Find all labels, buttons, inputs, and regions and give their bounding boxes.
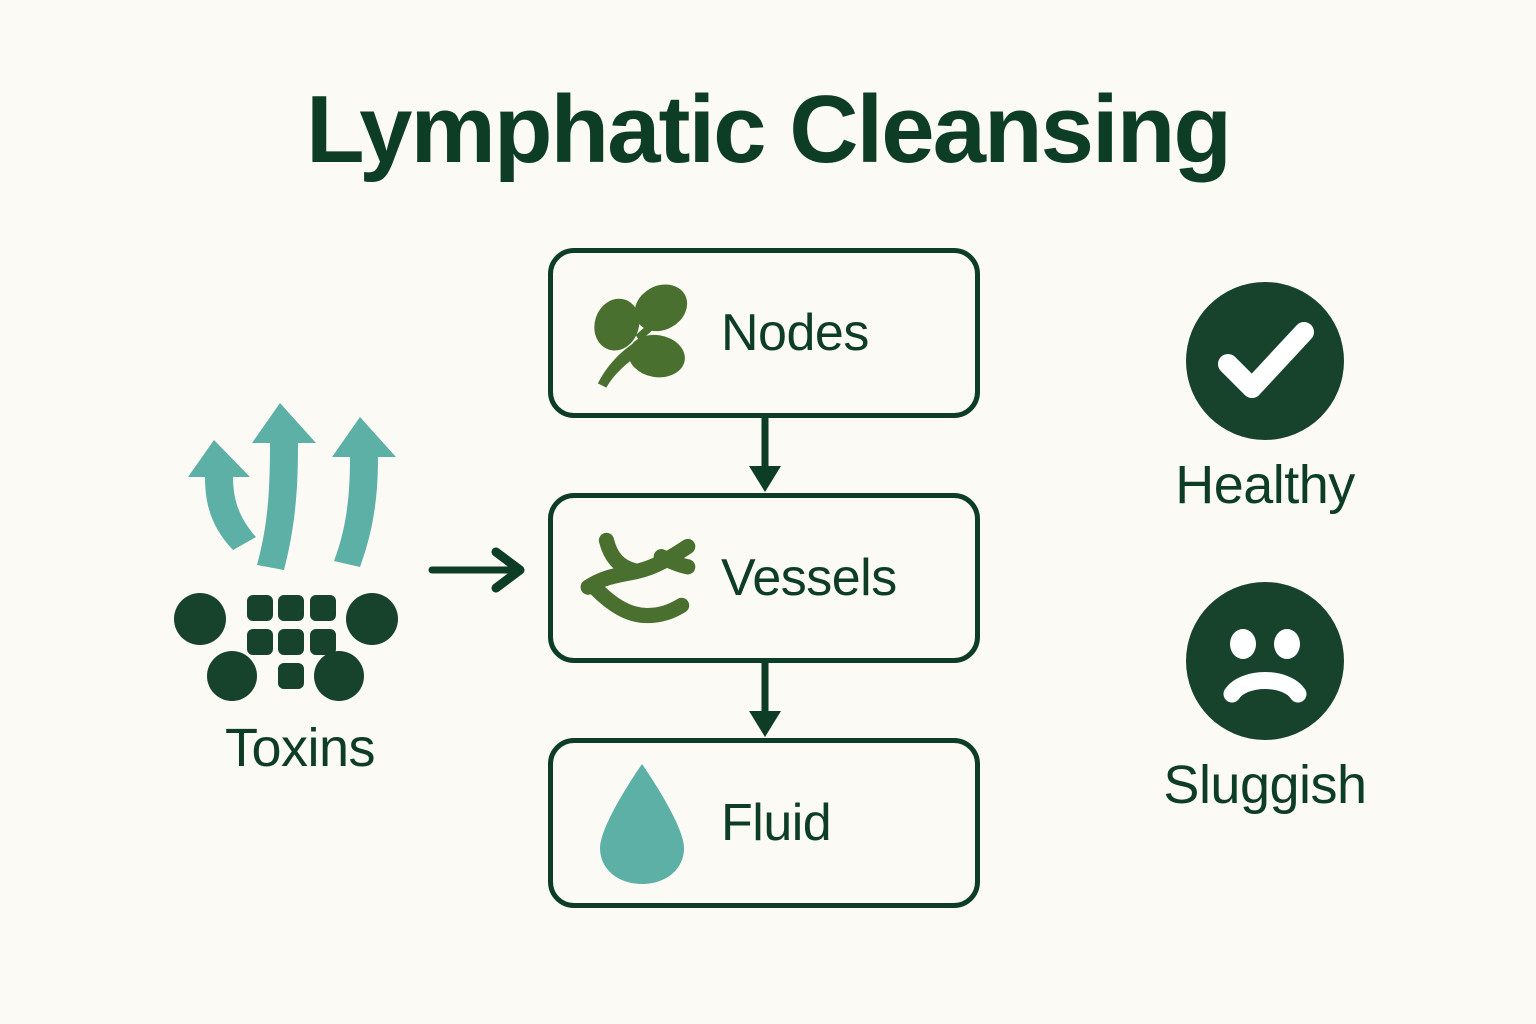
toxins-label: Toxins	[224, 718, 376, 778]
down-arrow-icon	[749, 663, 781, 737]
branching-vessel-icon	[567, 508, 717, 648]
status-label: Sluggish	[1163, 755, 1367, 815]
flow-step-label: Fluid	[721, 794, 832, 852]
status-label: Healthy	[1175, 455, 1355, 515]
flow-step-label: Nodes	[721, 304, 869, 362]
page-title: Lymphatic Cleansing	[306, 76, 1232, 183]
flow-step-label: Vessels	[721, 549, 897, 607]
down-arrow-icon	[749, 418, 781, 492]
water-droplet-icon	[567, 753, 717, 893]
flow-step-vessels[interactable]: Vessels	[548, 493, 980, 663]
status-sluggish: Sluggish	[1100, 582, 1430, 816]
status-column: Healthy Sluggish	[1100, 282, 1430, 842]
toxins-group: Toxins	[160, 395, 440, 795]
flow-step-fluid[interactable]: Fluid	[548, 738, 980, 908]
check-mark-icon	[1218, 322, 1314, 398]
toxin-particles-icon	[174, 587, 414, 702]
flow-diagram: Nodes Vessels	[548, 248, 980, 908]
right-arrow-icon	[428, 547, 525, 593]
check-mark-badge	[1186, 282, 1344, 440]
flow-step-nodes[interactable]: Nodes	[548, 248, 980, 418]
status-healthy: Healthy	[1100, 282, 1430, 516]
sad-face-icon	[1223, 629, 1307, 703]
three-upward-arrows-icon	[188, 403, 396, 570]
sad-face-badge	[1186, 582, 1344, 740]
sprout-leaf-icon	[567, 263, 717, 403]
